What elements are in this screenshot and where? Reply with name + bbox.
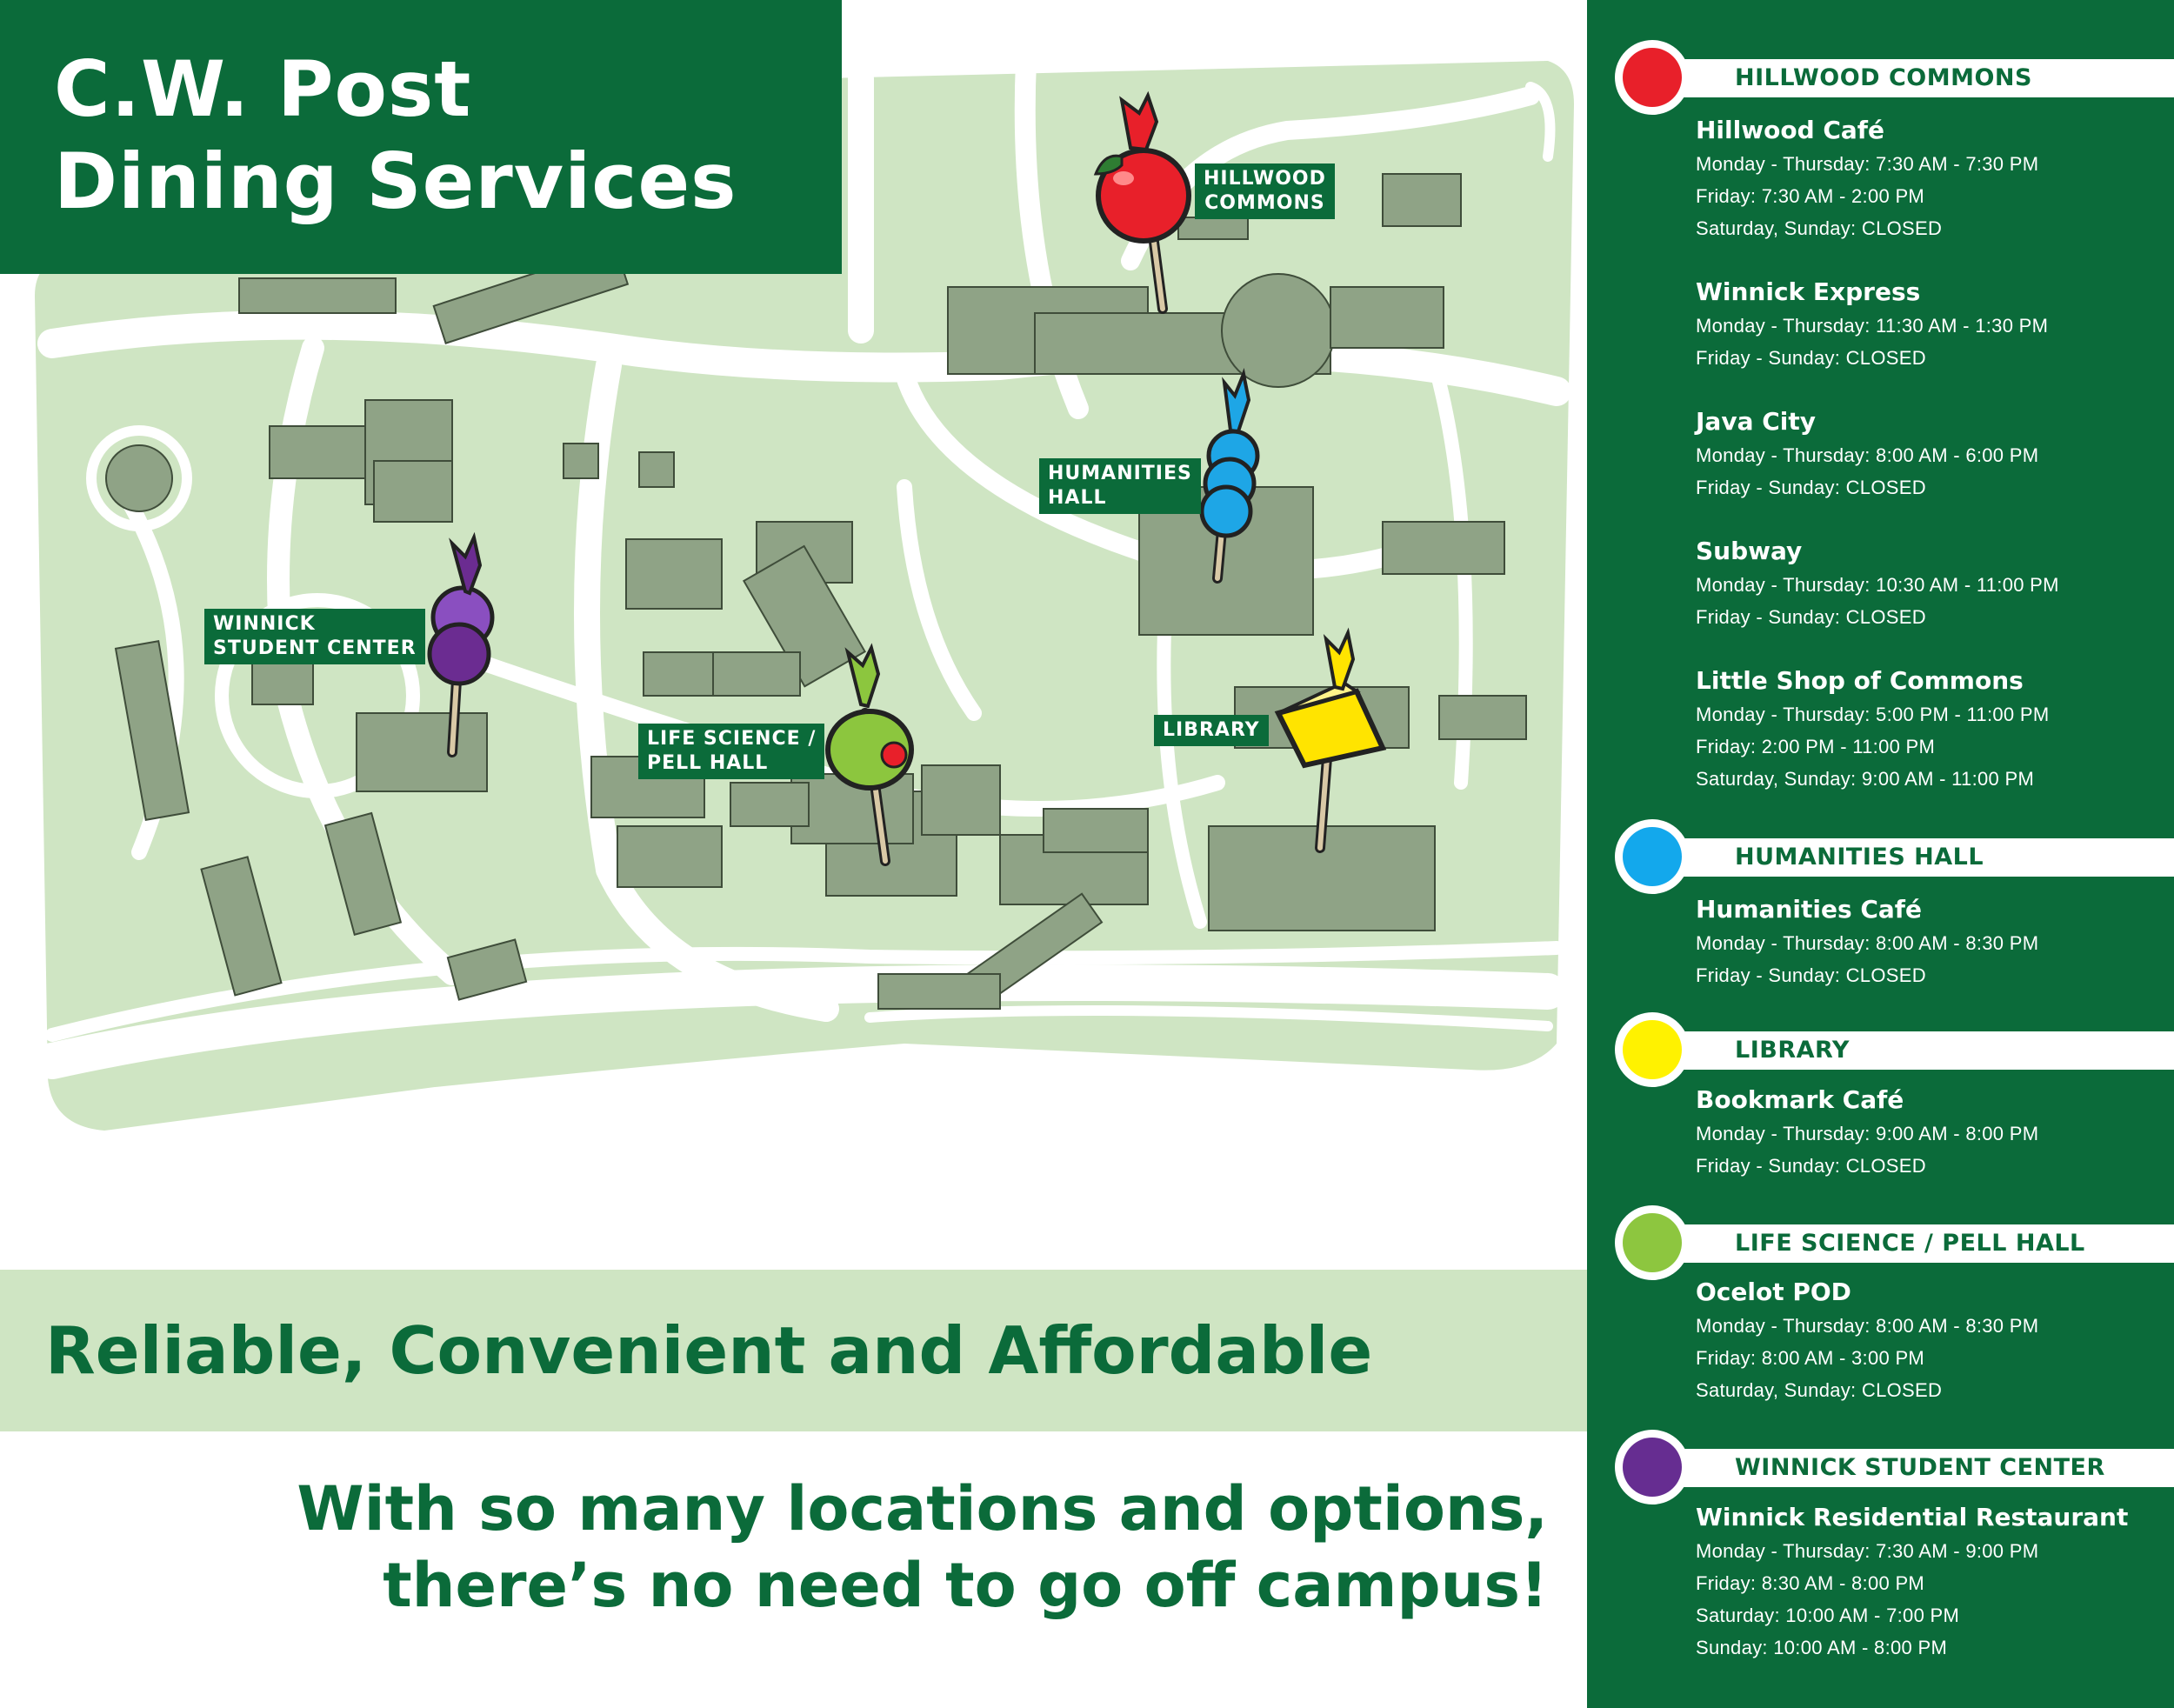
map-label-library: LIBRARY: [1154, 715, 1269, 746]
venue-name-winnick-express: Winnick Express: [1696, 277, 1921, 306]
hours-line: Friday - Sunday: CLOSED: [1696, 477, 1926, 498]
map-label-text: STUDENT CENTER: [213, 637, 417, 659]
map-label-text: HALL: [1048, 487, 1107, 509]
map-label-humanities-hall: HUMANITIES HALL: [1039, 458, 1201, 514]
hours-line: Saturday, Sunday: 9:00 AM - 11:00 PM: [1696, 768, 2035, 790]
hours-line: Saturday, Sunday: CLOSED: [1696, 1379, 1943, 1401]
section-header-bar: LIFE SCIENCE / PELL HALL: [1622, 1224, 2174, 1263]
tagline-band: [0, 1270, 1587, 1431]
humanities-blueberry-marker: [1199, 368, 1260, 584]
hours-line: Monday - Thursday: 11:30 AM - 1:30 PM: [1696, 315, 2049, 337]
map-label-text: HUMANITIES: [1048, 463, 1192, 484]
hours-sidebar: HILLWOOD COMMONS Hillwood Café Monday - …: [1587, 0, 2174, 1708]
map-label-text: HILLWOOD: [1204, 168, 1326, 190]
campus-map: C.W. Post Dining Services HILLWOOD COMMO…: [0, 0, 1574, 1131]
section-header-library: LIBRARY: [1587, 1012, 2174, 1087]
venue-name-little-shop-of-commons: Little Shop of Commons: [1696, 666, 2024, 695]
hours-line: Friday - Sunday: CLOSED: [1696, 347, 1926, 369]
venue-name-ocelot-pod: Ocelot POD: [1696, 1278, 1851, 1306]
section-header-bar: LIBRARY: [1622, 1031, 2174, 1070]
hours-line: Monday - Thursday: 8:00 AM - 6:00 PM: [1696, 444, 2039, 466]
map-label-text: LIBRARY: [1163, 719, 1260, 741]
hours-line: Friday: 8:30 AM - 8:00 PM: [1696, 1572, 1925, 1594]
library-cheese-marker: [1274, 627, 1387, 853]
section-header-hillwood-commons: HILLWOOD COMMONS: [1587, 40, 2174, 115]
map-label-hillwood-commons: HILLWOOD COMMONS: [1195, 163, 1335, 219]
campus-buildings: [105, 173, 1527, 1010]
map-label-text: LIFE SCIENCE /: [647, 728, 817, 750]
hours-line: Monday - Thursday: 10:30 AM - 11:00 PM: [1696, 574, 2059, 596]
hours-line: Sunday: 10:00 AM - 8:00 PM: [1696, 1637, 1948, 1658]
venue-name-hillwood-cafe: Hillwood Café: [1696, 116, 1884, 144]
title-panel: C.W. Post Dining Services: [0, 0, 842, 274]
tagline: Reliable, Convenient and Affordable: [45, 1312, 1373, 1389]
section-header-winnick-student-center: WINNICK STUDENT CENTER: [1587, 1430, 2174, 1505]
campus-map-graphic: [35, 61, 1574, 1131]
venue-name-humanities-cafe: Humanities Café: [1696, 895, 1922, 924]
section-title: LIFE SCIENCE / PELL HALL: [1735, 1230, 2085, 1257]
section-header-bar: WINNICK STUDENT CENTER: [1622, 1449, 2174, 1487]
map-label-text: COMMONS: [1204, 192, 1325, 214]
section-header-life-science-pell-hall: LIFE SCIENCE / PELL HALL: [1587, 1205, 2174, 1280]
blue-dot-icon: [1615, 819, 1690, 894]
hours-line: Monday - Thursday: 7:30 AM - 7:30 PM: [1696, 153, 2039, 175]
subline-line1: With so many locations and options,: [297, 1473, 1548, 1545]
map-label-winnick-student-center: WINNICK STUDENT CENTER: [204, 609, 425, 664]
hours-line: Friday - Sunday: CLOSED: [1696, 1155, 1926, 1177]
venue-name-java-city: Java City: [1696, 407, 1816, 436]
section-header-humanities-hall: HUMANITIES HALL: [1587, 819, 2174, 894]
section-title: WINNICK STUDENT CENTER: [1735, 1454, 2105, 1481]
page-title-line2: Dining Services: [54, 137, 737, 226]
venue-name-subway: Subway: [1696, 537, 1803, 565]
winnick-grape-marker: [427, 531, 495, 757]
hours-line: Friday - Sunday: CLOSED: [1696, 964, 1926, 986]
map-label-text: WINNICK: [213, 613, 316, 635]
purple-dot-icon: [1615, 1430, 1690, 1505]
section-title: HILLWOOD COMMONS: [1735, 64, 2032, 91]
map-markers: [427, 90, 1387, 866]
venue-name-bookmark-cafe: Bookmark Café: [1696, 1085, 1904, 1114]
map-label-life-science-pell-hall: LIFE SCIENCE / PELL HALL: [638, 724, 825, 779]
page-title-line1: C.W. Post: [54, 44, 472, 134]
hillwood-apple-marker: [1093, 90, 1191, 314]
hours-line: Saturday: 10:00 AM - 7:00 PM: [1696, 1605, 1960, 1626]
section-header-bar: HUMANITIES HALL: [1622, 838, 2174, 877]
section-title: LIBRARY: [1735, 1037, 1850, 1064]
hours-line: Monday - Thursday: 7:30 AM - 9:00 PM: [1696, 1540, 2039, 1562]
section-header-bar: HILLWOOD COMMONS: [1622, 59, 2174, 97]
red-dot-icon: [1615, 40, 1690, 115]
hours-line: Friday: 8:00 AM - 3:00 PM: [1696, 1347, 1925, 1369]
hours-line: Monday - Thursday: 8:00 AM - 8:30 PM: [1696, 1315, 2039, 1337]
green-dot-icon: [1615, 1205, 1690, 1280]
hours-line: Friday - Sunday: CLOSED: [1696, 606, 1926, 628]
venue-name-winnick-residential-restaurant: Winnick Residential Restaurant: [1696, 1503, 2129, 1531]
hours-line: Friday: 7:30 AM - 2:00 PM: [1696, 185, 1925, 207]
hours-line: Friday: 2:00 PM - 11:00 PM: [1696, 736, 1936, 757]
map-label-text: PELL HALL: [647, 752, 769, 774]
hours-line: Monday - Thursday: 9:00 AM - 8:00 PM: [1696, 1123, 2039, 1144]
lifesci-olive-marker: [825, 643, 914, 866]
hours-line: Monday - Thursday: 5:00 PM - 11:00 PM: [1696, 704, 2050, 725]
section-title: HUMANITIES HALL: [1735, 844, 1984, 871]
yellow-dot-icon: [1615, 1012, 1690, 1087]
subline: With so many locations and options, ther…: [0, 1470, 1548, 1644]
hours-line: Saturday, Sunday: CLOSED: [1696, 217, 1943, 239]
hours-line: Monday - Thursday: 8:00 AM - 8:30 PM: [1696, 932, 2039, 954]
subline-line2: there’s no need to go off campus!: [383, 1550, 1548, 1621]
